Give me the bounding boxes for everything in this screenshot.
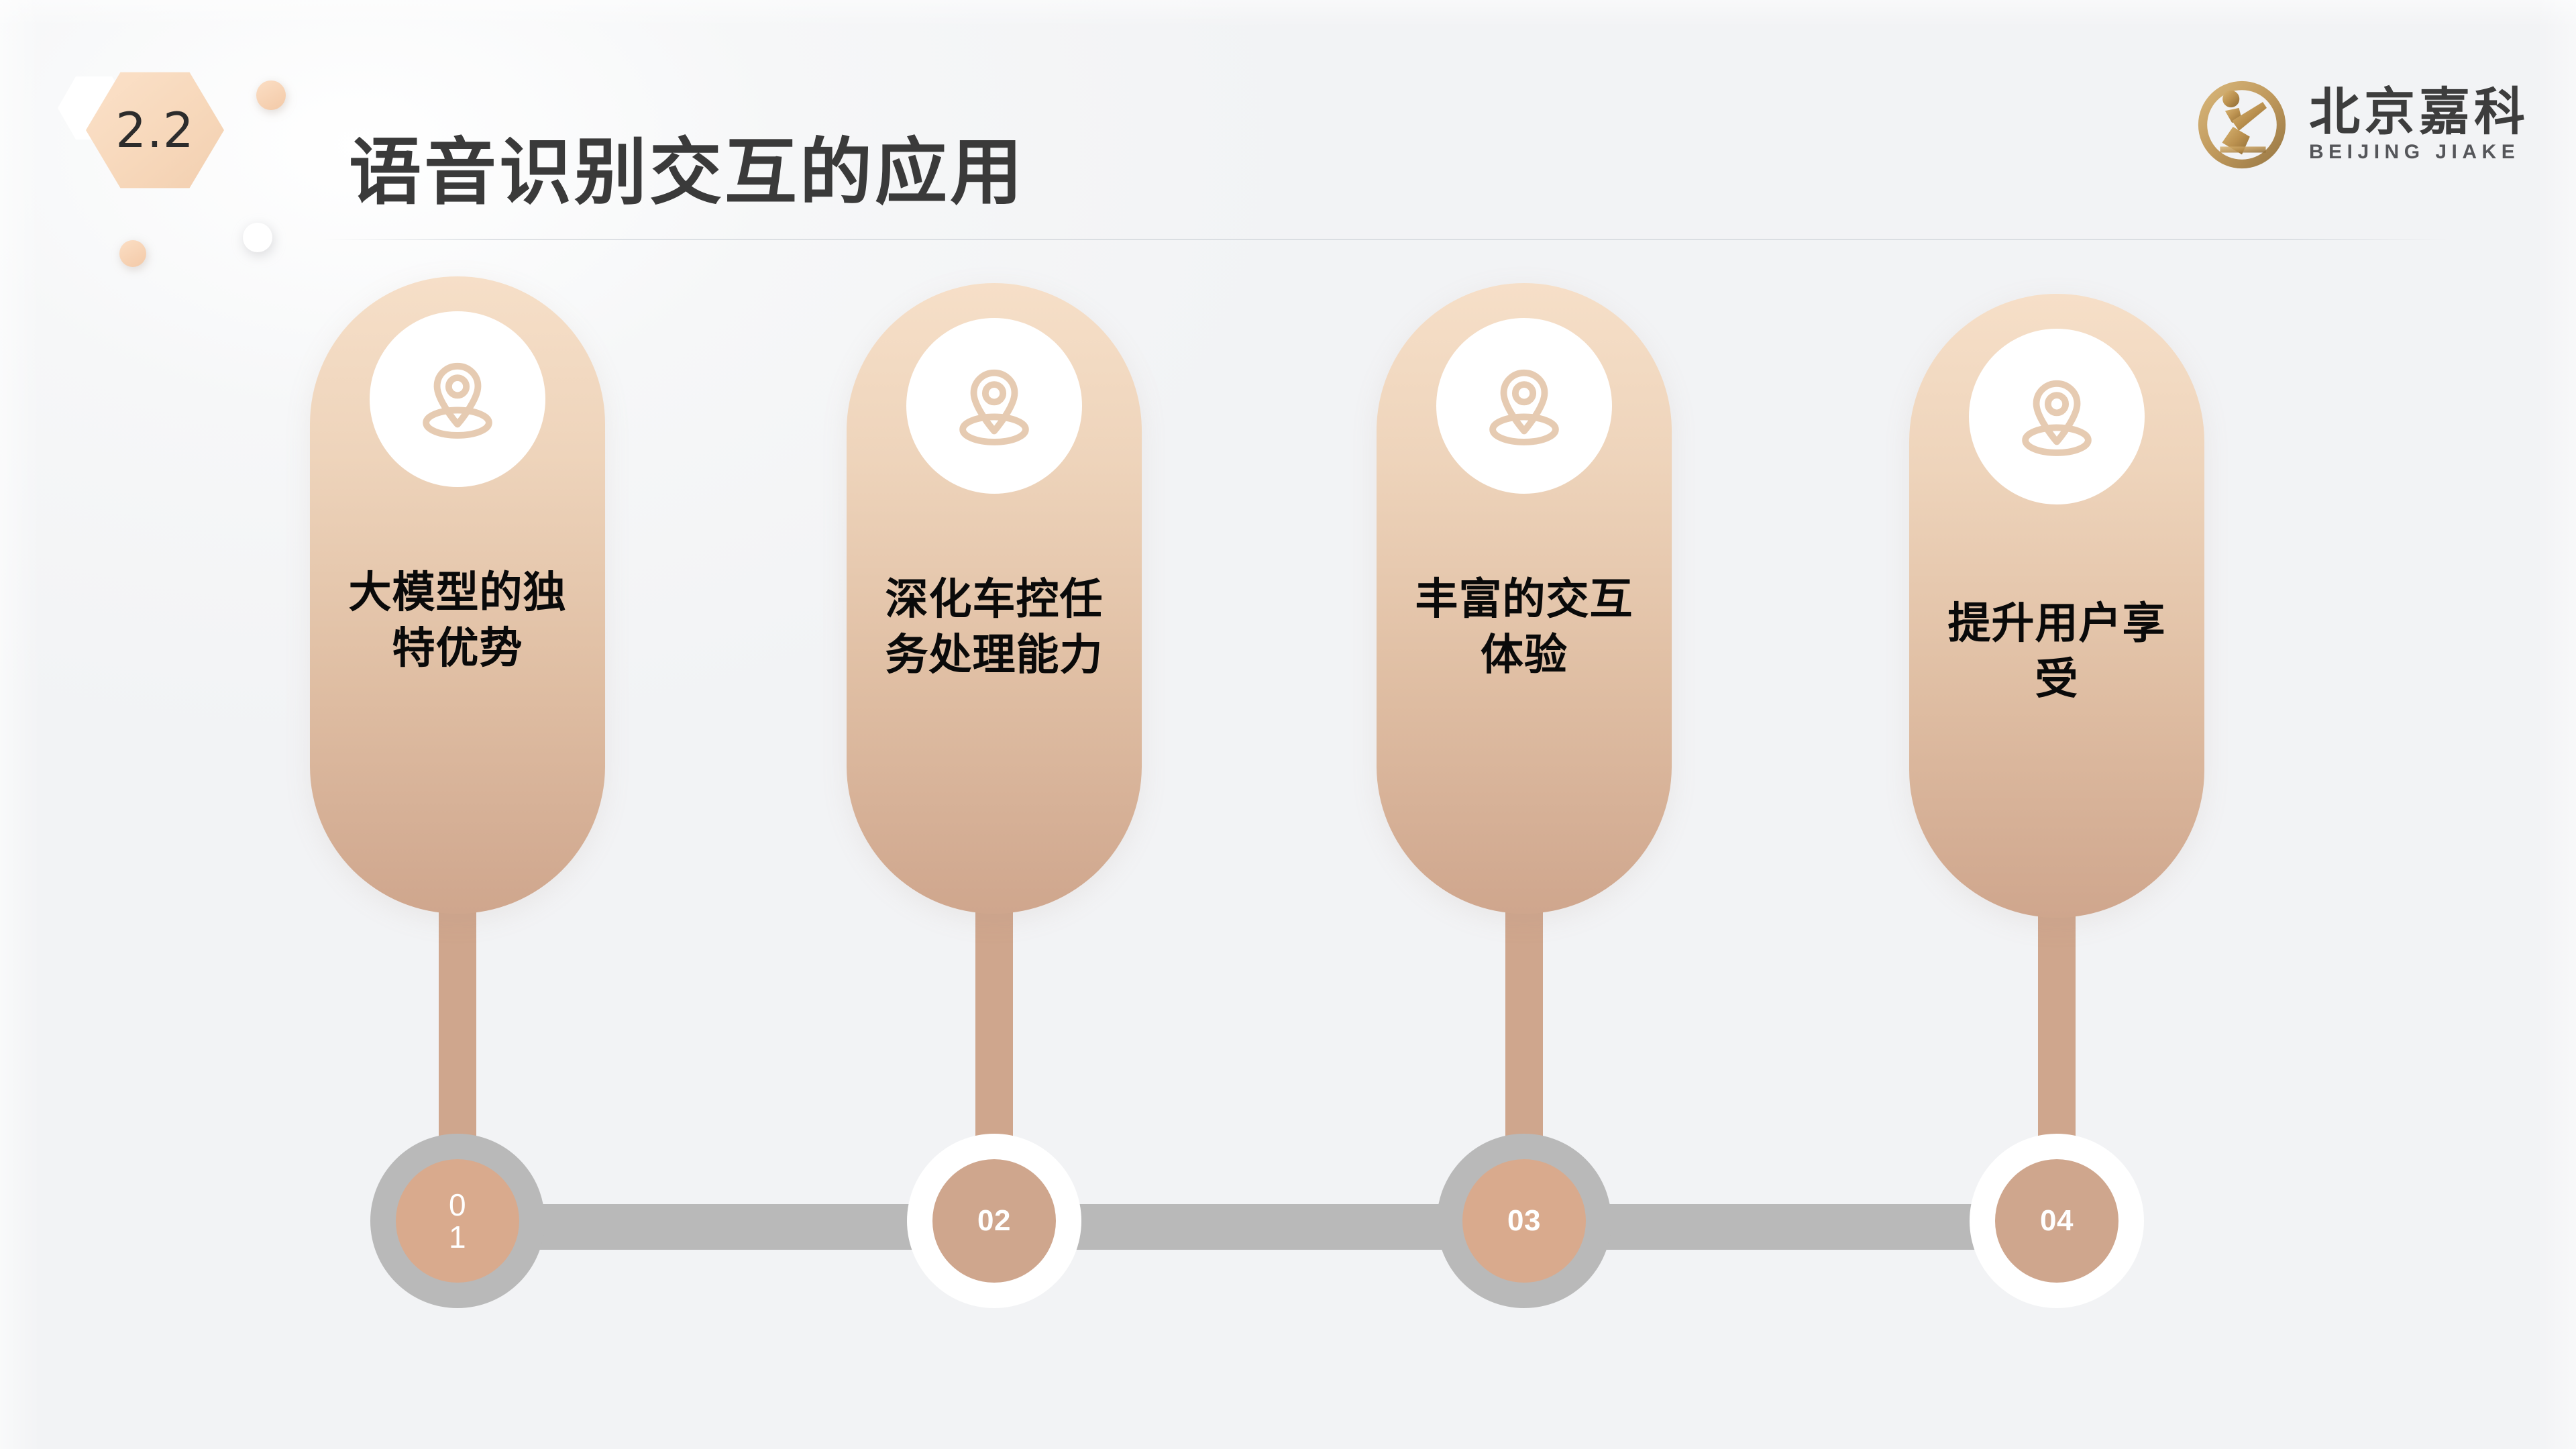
brand-name-en: BEIJING JIAKE (2309, 141, 2520, 163)
node-label: 深化车控任务处理能力 (885, 575, 1104, 680)
jiake-runner-emblem-icon (2198, 80, 2286, 169)
node-number-circle[interactable]: 02 (907, 1134, 1081, 1308)
location-pin-icon (2022, 380, 2092, 456)
node-number-label: 03 (1507, 1203, 1541, 1237)
node-icon-circle (1436, 318, 1612, 494)
timeline-connector-bar (416, 1204, 2066, 1250)
node-number-core: 01 (396, 1159, 519, 1283)
node-icon-circle (906, 318, 1082, 494)
page-title: 语音识别交互的应用 (349, 131, 1026, 213)
node-label: 大模型的独特优势 (348, 568, 567, 673)
decor-dot-peach-bottom (119, 240, 146, 267)
node-card[interactable]: 丰富的交互体验 (1377, 283, 1672, 914)
node-icon-circle (370, 311, 545, 487)
node-card[interactable]: 深化车控任务处理能力 (847, 283, 1142, 914)
decor-dot-peach-top (256, 80, 286, 110)
node-number-core: 03 (1462, 1159, 1586, 1283)
node-number-circle[interactable]: 01 (370, 1134, 545, 1308)
timeline-node-04[interactable]: 提升用户享受 04 (1909, 0, 2204, 1449)
timeline-node-03[interactable]: 丰富的交互体验 03 (1377, 0, 1672, 1449)
node-card[interactable]: 大模型的独特优势 (310, 276, 605, 914)
node-number-circle[interactable]: 03 (1437, 1134, 1611, 1308)
node-label: 丰富的交互体验 (1415, 575, 1633, 680)
node-number-label: 02 (977, 1203, 1011, 1237)
location-pin-icon (423, 362, 492, 439)
brand-name-cn: 北京嘉科 (2309, 84, 2529, 141)
brand-logo: 北京嘉科 BEIJING JIAKE (2192, 75, 2529, 174)
node-number-core: 04 (1995, 1159, 2118, 1283)
brand-logo-text: 北京嘉科 BEIJING JIAKE (2309, 87, 2529, 162)
node-icon-circle (1969, 329, 2145, 504)
node-number-circle[interactable]: 04 (1970, 1134, 2144, 1308)
node-number-core: 02 (932, 1159, 1056, 1283)
node-label: 提升用户享受 (1947, 599, 2166, 704)
decor-dot-white (243, 223, 272, 252)
header-divider (322, 239, 2449, 240)
location-pin-icon (959, 369, 1029, 445)
timeline-node-02[interactable]: 深化车控任务处理能力 02 (847, 0, 1142, 1449)
node-number-label: 01 (449, 1187, 467, 1254)
section-number-label: 2.2 (115, 102, 195, 158)
location-pin-icon (1489, 369, 1559, 445)
node-number-label: 04 (2040, 1203, 2074, 1237)
timeline-node-01[interactable]: 大模型的独特优势 01 (310, 0, 605, 1449)
node-card[interactable]: 提升用户享受 (1909, 294, 2204, 918)
